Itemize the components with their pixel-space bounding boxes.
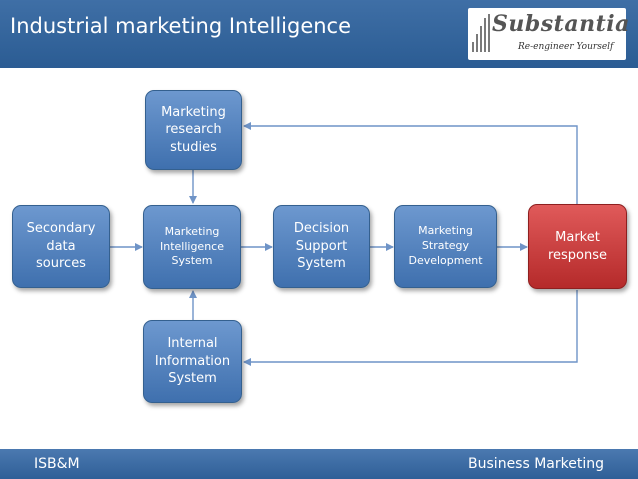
logo-tagline: Re-engineer Yourself: [518, 42, 614, 52]
node-market-response: Market response: [528, 204, 627, 289]
node-marketing-intelligence-system: Marketing Intelligence System: [143, 205, 241, 289]
slide-footer: ISB&M Business Marketing: [0, 449, 638, 479]
node-label: Secondary data sources: [26, 221, 96, 272]
slide-title: Industrial marketing Intelligence: [10, 14, 352, 38]
node-label: Decision Support System: [293, 221, 350, 272]
slide-header: Industrial marketing Intelligence Substa…: [0, 0, 638, 68]
footer-right-text: Business Marketing: [468, 456, 604, 472]
node-label: Marketing research studies: [161, 104, 226, 155]
footer-left-text: ISB&M: [34, 456, 80, 472]
logo-bars-icon: [472, 14, 492, 52]
node-internal-information-system: Internal Information System: [143, 320, 242, 403]
substantia-logo: Substantia Re-engineer Yourself: [468, 8, 629, 60]
node-label: Market response: [547, 229, 608, 263]
node-marketing-strategy-development: Marketing Strategy Development: [394, 205, 497, 288]
logo-name: Substantia: [492, 11, 630, 37]
node-secondary-data-sources: Secondary data sources: [12, 205, 110, 288]
node-label: Marketing Strategy Development: [408, 224, 483, 267]
arrow-market-to-research: [243, 122, 578, 204]
node-label: Marketing Intelligence System: [159, 224, 224, 268]
arrow-market-to-internal: [243, 290, 578, 366]
node-label: Internal Information System: [154, 336, 231, 387]
node-marketing-research-studies: Marketing research studies: [145, 90, 242, 170]
node-decision-support-system: Decision Support System: [273, 205, 370, 288]
